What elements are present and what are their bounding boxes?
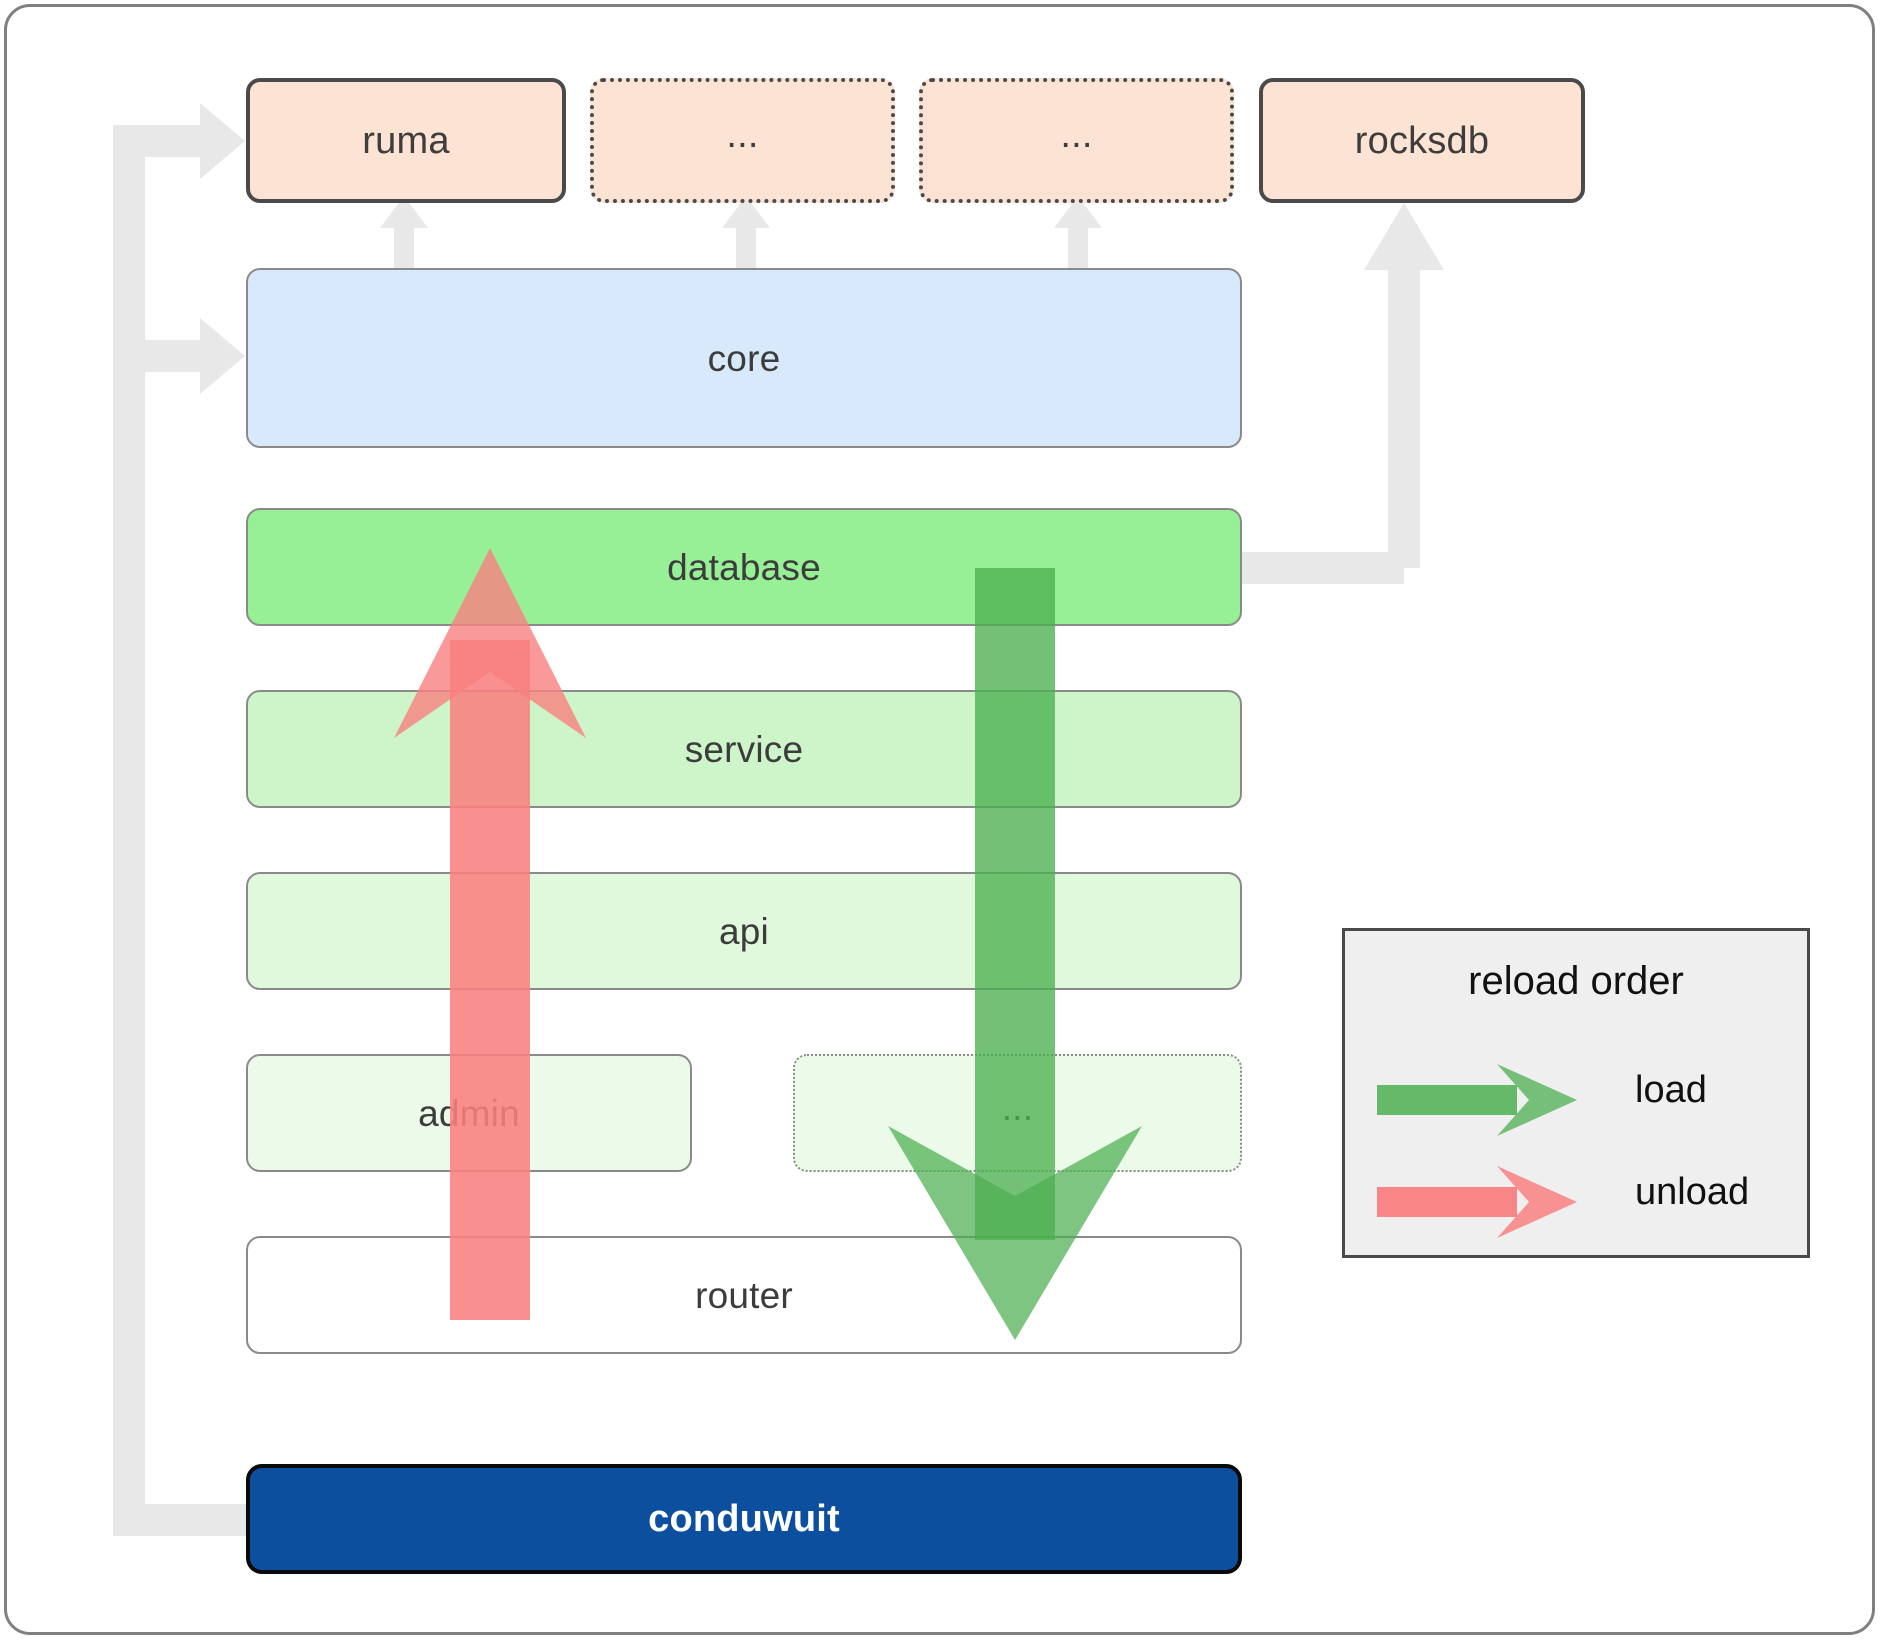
dependency-box-rocksdb[interactable]: rocksdb [1259,78,1585,203]
legend-label-load: load [1635,1069,1707,1111]
legend-label-unload: unload [1635,1171,1750,1213]
dependency-label: rocksdb [1354,119,1490,162]
legend-title: reload order [1468,959,1684,1003]
root-label: conduwuit [648,1498,840,1540]
layer-label: router [695,1274,793,1316]
layer-label: api [719,910,769,952]
layer-label: ... [1001,1086,1034,1128]
dependency-box-ruma[interactable]: ruma [246,78,566,203]
root-box-conduwuit[interactable]: conduwuit [246,1464,1242,1574]
legend-row-load: load [1345,1059,1807,1139]
dependency-box-ellipsis-1[interactable]: ... [590,78,895,203]
dependency-label: ... [726,113,759,156]
layer-box-database[interactable]: database [246,508,1242,626]
layer-label: core [707,337,781,379]
unload-legend-icon [1377,1166,1577,1238]
layer-box-router[interactable]: router [246,1236,1242,1354]
layer-box-service[interactable]: service [246,690,1242,808]
load-legend-icon [1377,1064,1577,1136]
dependency-label: ... [1060,113,1093,156]
legend-panel: reload order load unload [1342,928,1810,1258]
layer-box-ellipsis[interactable]: ... [793,1054,1242,1172]
dependency-box-ellipsis-2[interactable]: ... [919,78,1234,203]
layer-box-core[interactable]: core [246,268,1242,448]
layer-box-admin[interactable]: admin [246,1054,692,1172]
layer-box-api[interactable]: api [246,872,1242,990]
layer-label: service [684,728,804,770]
layer-label: admin [418,1092,520,1134]
dependency-label: ruma [362,119,450,162]
layer-label: database [667,546,821,588]
legend-row-unload: unload [1345,1161,1807,1241]
